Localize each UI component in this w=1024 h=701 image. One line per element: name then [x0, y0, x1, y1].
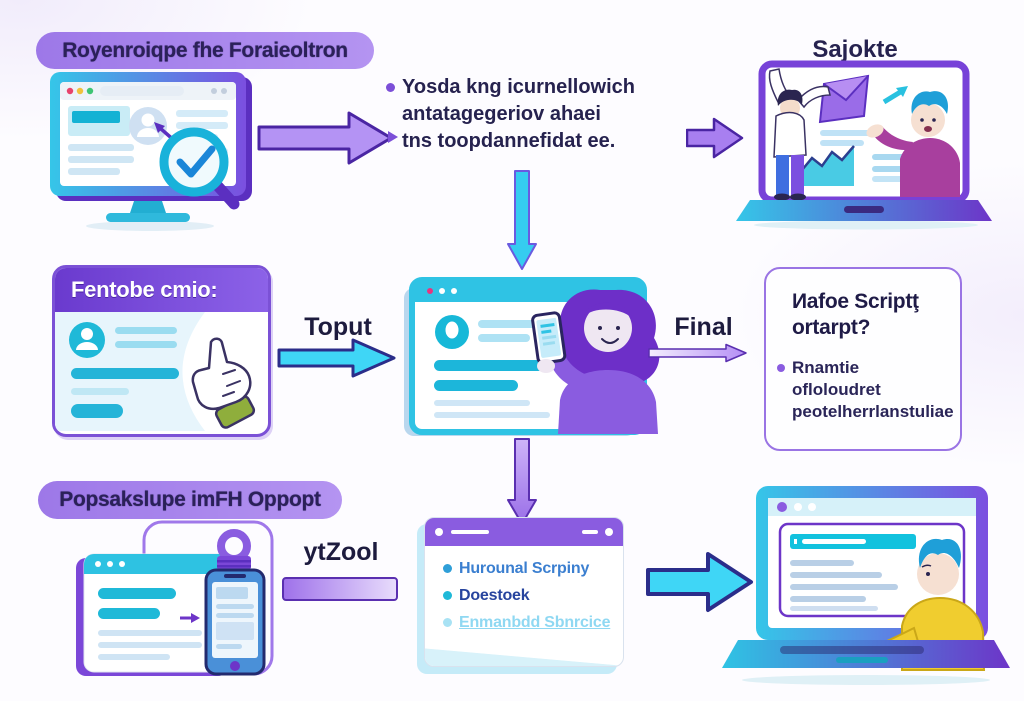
- input-arrow: [277, 338, 396, 378]
- bullet-dot-icon: [386, 83, 395, 92]
- mini-arrow-icon: [388, 131, 398, 143]
- phone-icon: [204, 568, 266, 676]
- flow-arrow-down-1: [507, 170, 537, 270]
- result-card-bullet: Rnamtie ofloloudret peotelherrlanstuliae: [777, 357, 954, 423]
- header-dash: [451, 530, 489, 534]
- bullet-line: tns toopdannefidat ee.: [402, 130, 616, 152]
- bullet-dot-icon: [443, 564, 452, 573]
- top-title-text: Royenroiqpe fhe Foraieoltron: [62, 38, 348, 62]
- window-dot-icon: [435, 528, 443, 536]
- window-traffic-dots-icon: [777, 502, 816, 512]
- top-title-pill: Royenroiqpe fhe Foraieoltron: [36, 32, 374, 69]
- feature-card-header: Fentobe cmio:: [55, 268, 268, 312]
- top-bullet-block: Yosda kng icurnellowich antatagegeriov a…: [386, 74, 672, 155]
- padlock-icon: [217, 529, 251, 570]
- list-item: Hurounal Scrpiny: [443, 560, 623, 578]
- window-traffic-dots-icon: [427, 288, 457, 294]
- center-browser-illustration: [404, 277, 660, 436]
- presentation-laptop-illustration: [736, 60, 992, 230]
- tool-bar: [282, 577, 398, 601]
- laptop-user-illustration: [722, 486, 1010, 685]
- arrow-to-phone-icon: [180, 613, 200, 623]
- input-arrow-label: Toput: [304, 313, 372, 341]
- feature-card-title: Fentobe cmio:: [71, 277, 218, 302]
- list-item: Doestoek: [443, 587, 623, 605]
- pointing-hand-icon: [191, 337, 256, 429]
- monitor-search-illustration: [50, 72, 252, 231]
- window-dot-icon: [605, 528, 613, 536]
- secure-phone-illustration: [76, 520, 274, 676]
- search-bar: [790, 534, 916, 549]
- magnifier-check-icon: [154, 122, 240, 210]
- final-arrow-label: Final: [674, 313, 733, 341]
- screen-caption: Sajokte: [812, 36, 898, 63]
- flow-arrow-right-1: [257, 111, 393, 165]
- url-bar: [100, 86, 184, 96]
- user-avatar-icon: [69, 322, 105, 358]
- flow-arrow-right-2: [686, 117, 744, 159]
- flow-arrow-right-3: [646, 552, 753, 612]
- bullet-line: antatagegeriov ahaei: [402, 103, 601, 125]
- window-traffic-dots-icon: [66, 87, 94, 95]
- person-presenting: [768, 68, 831, 201]
- header-dash: [582, 530, 598, 534]
- user-avatar-icon: [435, 315, 469, 349]
- bullet-line: Yosda kng icurnellowich: [402, 76, 636, 98]
- woman-with-phone: [531, 289, 660, 434]
- envelope-icon: [818, 74, 870, 124]
- bullet-dot-icon: [443, 591, 452, 600]
- phone-icon: [531, 311, 567, 365]
- window-traffic-dots-icon: [95, 561, 125, 567]
- card-wedge-decoration: [425, 640, 623, 666]
- bottom-title-text: Popsakslupe imFH Oppopt: [59, 488, 321, 511]
- tool-label: ytZool: [303, 538, 379, 566]
- flow-arrow-down-2: [507, 438, 537, 525]
- result-card: Иafoe Scriptţ ortarpt? Rnamtie ofloloudr…: [764, 267, 962, 451]
- result-card-title: Иafoe Scriptţ ortarpt?: [792, 290, 919, 339]
- person-gesturing: [866, 91, 960, 197]
- bottom-title-pill: Popsakslupe imFH Oppopt: [38, 481, 342, 519]
- script-list: Hurounal Scrpiny Doestoek Enmanbdd Sbnrc…: [425, 560, 623, 632]
- list-item: Enmanbdd Sbnrcice: [443, 614, 623, 632]
- bullet-dot-icon: [443, 618, 452, 627]
- feature-card: Fentobe cmio:: [52, 265, 271, 437]
- script-list-card: Hurounal Scrpiny Doestoek Enmanbdd Sbnrc…: [424, 517, 624, 667]
- trend-arrow-icon: [882, 86, 908, 105]
- browser-topbar: [84, 554, 236, 574]
- final-arrow: [648, 343, 747, 363]
- line-chart-icon: [801, 145, 855, 186]
- user-avatar-icon: [129, 107, 167, 145]
- bullet-dot-icon: [777, 364, 785, 372]
- feature-card-body: [55, 312, 262, 431]
- script-card-header: [425, 518, 623, 546]
- browser-topbar: [768, 498, 976, 516]
